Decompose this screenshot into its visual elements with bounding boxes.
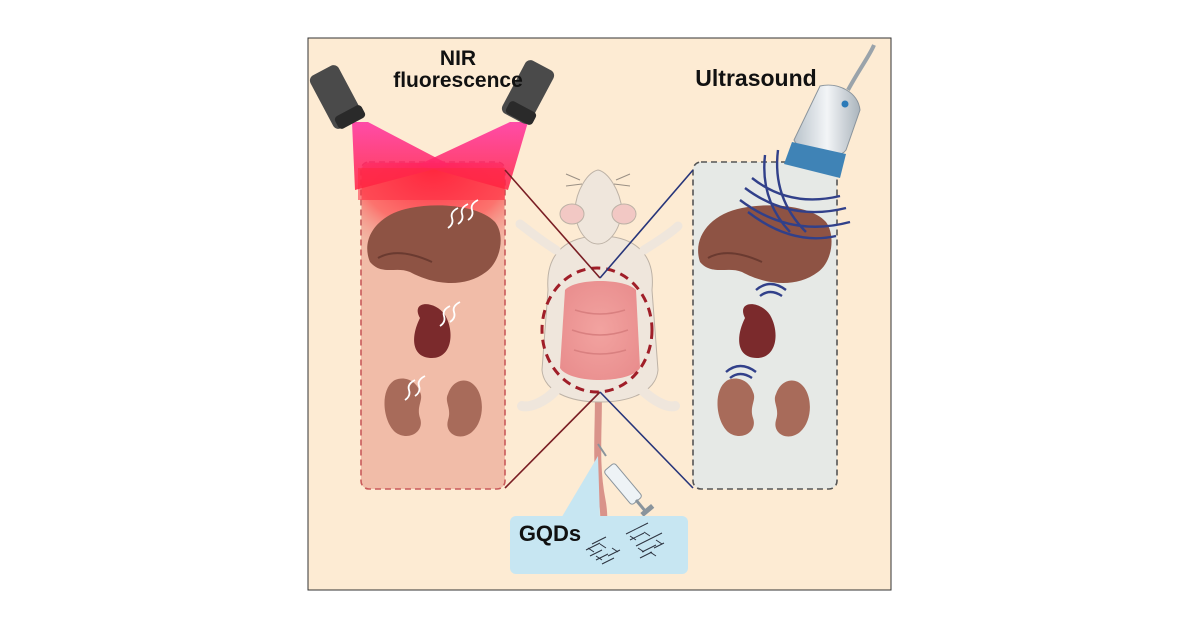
mouse-icon bbox=[515, 169, 683, 564]
liver-icon bbox=[367, 205, 501, 284]
kidney-icon bbox=[384, 378, 422, 437]
kidney-icon bbox=[717, 378, 755, 437]
nir-label-line1: NIR bbox=[439, 47, 477, 70]
sound-wave-icon bbox=[725, 149, 851, 380]
spleen-icon bbox=[414, 304, 451, 358]
connector-lines bbox=[504, 169, 694, 489]
gqds-label: GQDs bbox=[518, 521, 582, 546]
nir-camera-icon bbox=[309, 65, 366, 129]
emission-arrow-icon bbox=[404, 199, 479, 401]
ultrasound-label: Ultrasound bbox=[695, 65, 817, 91]
kidney-icon bbox=[774, 380, 810, 437]
kidney-icon bbox=[446, 380, 482, 437]
ultrasound-probe-icon bbox=[784, 44, 876, 178]
gqd-particle-icon bbox=[585, 522, 665, 565]
nir-beams bbox=[352, 122, 528, 200]
nir-label: NIR fluorescence bbox=[388, 47, 528, 93]
spleen-icon bbox=[739, 304, 776, 358]
nir-label-line2: fluorescence bbox=[393, 69, 523, 93]
gqd-callout bbox=[510, 456, 688, 574]
syringe-icon bbox=[597, 443, 655, 517]
nir-camera-icon bbox=[501, 60, 555, 125]
